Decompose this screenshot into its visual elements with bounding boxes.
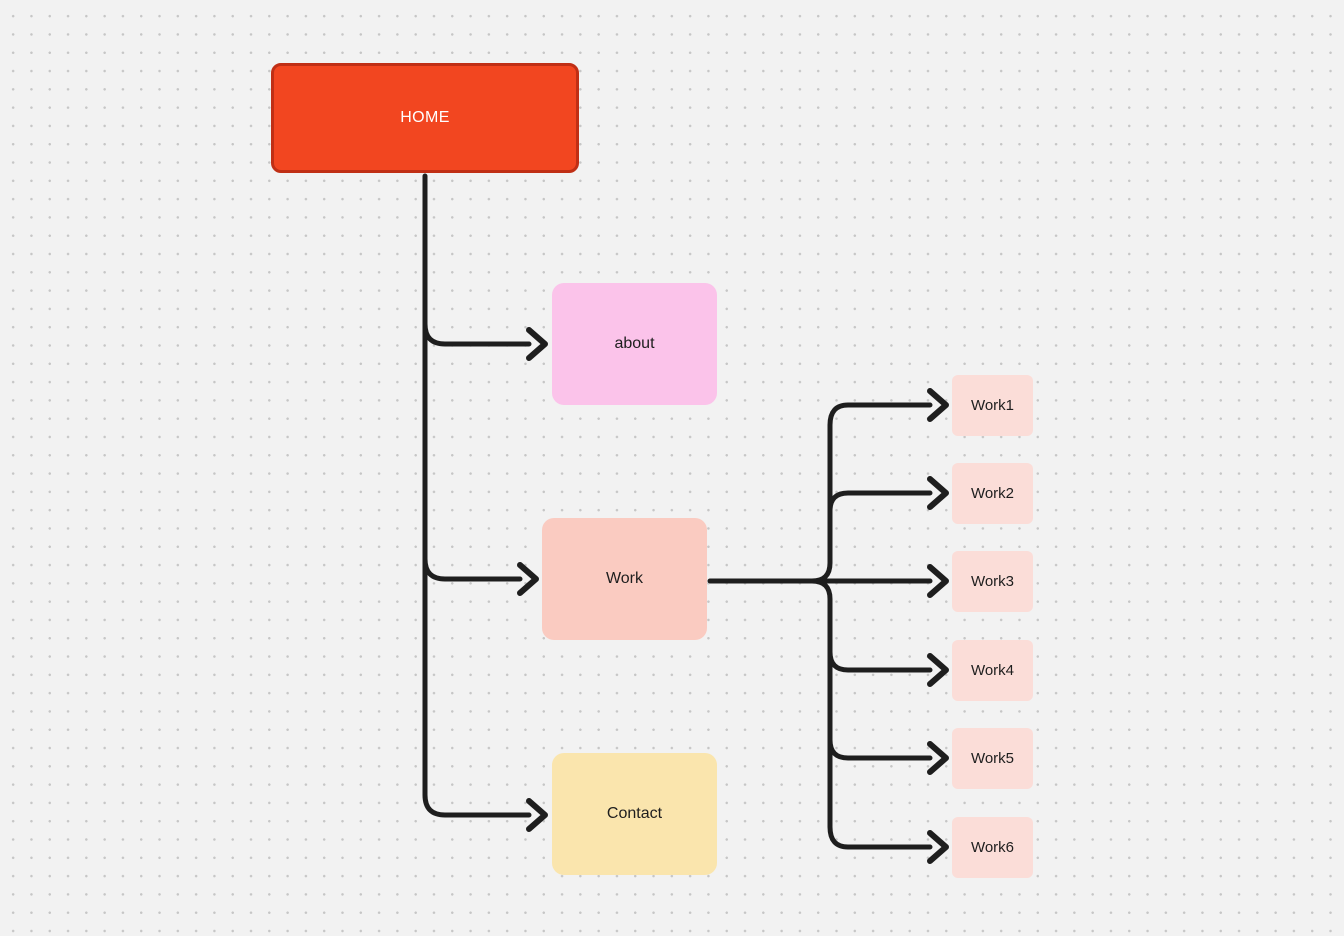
node-work3[interactable]: Work3 [952,551,1033,612]
node-about-label: about [614,335,655,352]
node-work5[interactable]: Work5 [952,728,1033,789]
edge-work-work1[interactable] [809,388,949,584]
node-work1-label: Work1 [970,397,1015,414]
node-work4-label: Work4 [970,662,1015,679]
node-work1[interactable]: Work1 [952,375,1033,436]
node-work[interactable]: Work [542,518,707,640]
node-work4[interactable]: Work4 [952,640,1033,701]
node-work3-label: Work3 [970,573,1015,590]
node-contact[interactable]: Contact [552,753,717,875]
node-contact-label: Contact [606,805,663,822]
node-work2[interactable]: Work2 [952,463,1033,524]
node-work6[interactable]: Work6 [952,817,1033,878]
node-home-label: HOME [400,109,450,126]
edge-work-work4[interactable] [827,649,949,687]
edge-home-contact[interactable] [422,173,548,832]
node-work-label: Work [605,570,644,587]
edge-work-work2[interactable] [827,476,949,514]
node-home[interactable]: HOME [271,63,579,173]
node-work5-label: Work5 [970,750,1015,767]
node-about[interactable]: about [552,283,717,405]
edge-work-work6[interactable] [809,578,949,864]
edge-home-about[interactable] [422,321,548,361]
edge-home-work[interactable] [422,556,539,596]
node-work6-label: Work6 [970,839,1015,856]
node-work2-label: Work2 [970,485,1015,502]
edge-work-work5[interactable] [827,737,949,775]
